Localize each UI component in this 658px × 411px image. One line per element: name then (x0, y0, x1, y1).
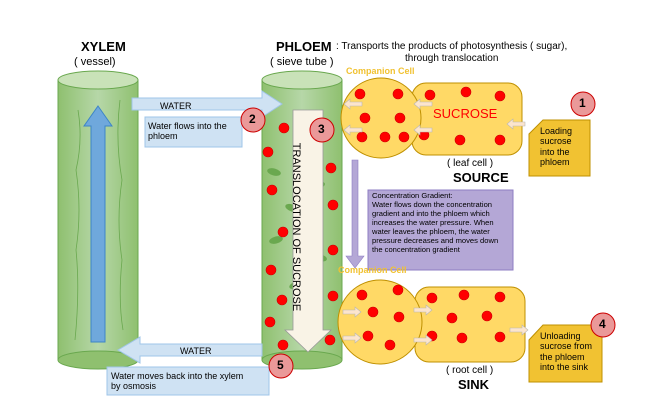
arrow-to-companion-sink (342, 332, 362, 344)
note-loading: Loading sucrose into the phloem (540, 126, 573, 168)
sucrose-dot (394, 112, 406, 124)
sucrose-dot (356, 289, 368, 301)
sucrose-dot (460, 86, 472, 98)
phloem-sucrose-dots (262, 122, 339, 351)
xylem-title: XYLEM (81, 39, 126, 54)
source-sucrose-dots (354, 86, 506, 146)
sucrose-dot (264, 316, 276, 328)
source-label: SOURCE (453, 170, 509, 185)
phloem-title: PHLOEM (276, 39, 332, 54)
sucrose-dot (327, 199, 339, 211)
arrow-to-companion-sink (342, 306, 362, 318)
sucrose-dot (454, 134, 466, 146)
arrow-to-companion (413, 98, 433, 110)
note-gradient-box (367, 189, 514, 271)
sucrose-dot (362, 330, 374, 342)
step-2-number: 2 (249, 112, 256, 126)
source-companion-cell (340, 77, 422, 159)
water-arrow-top (131, 90, 283, 118)
arrow-to-phloem (343, 124, 363, 136)
sucrose-dot (325, 162, 337, 174)
water-label-bottom: WATER (180, 346, 212, 356)
sucrose-dot (384, 339, 396, 351)
root-cell-label: ( root cell ) (446, 365, 494, 376)
sucrose-dot (481, 310, 493, 322)
water-arrow-bottom (117, 336, 263, 364)
gradient-arrow (345, 159, 365, 269)
step-4-number: 4 (599, 317, 606, 331)
note-concentration-gradient: Concentration Gradient: Water flows down… (372, 191, 499, 254)
translocation-label: TRANSLOCATION OF SUCROSE (290, 142, 302, 312)
transport-arrows (342, 98, 529, 346)
sucrose-dot (327, 244, 339, 256)
sink-sucrose-dots (356, 284, 506, 351)
step-3-number: 3 (318, 122, 325, 136)
step-1-number: 1 (579, 96, 586, 110)
companion-cell-label-bottom: Companion Cell (338, 265, 407, 275)
sucrose-dot (359, 112, 371, 124)
sucrose-dot (456, 332, 468, 344)
step-4-badge (590, 312, 616, 338)
sucrose-dot (379, 131, 391, 143)
arrow-loading (506, 118, 526, 130)
sucrose-dot (367, 306, 379, 318)
sucrose-dot (392, 284, 404, 296)
note-loading-box (528, 119, 591, 177)
sink-companion-cell (337, 279, 423, 365)
note-water-back-box (106, 366, 270, 396)
note-water-back-xylem: Water moves back into the xylem by osmos… (111, 371, 244, 392)
plastid (269, 236, 283, 244)
sucrose-dot (426, 292, 438, 304)
arrow-to-phloem (343, 98, 363, 110)
phloem-description-line1: : Transports the products of photosynthe… (336, 41, 568, 52)
sink-label: SINK (458, 377, 490, 392)
xylem-subtitle: ( vessel) (74, 56, 116, 68)
sucrose-dot (354, 88, 366, 100)
sucrose-dot (392, 88, 404, 100)
sucrose-dot (494, 90, 506, 102)
sucrose-dot (276, 294, 288, 306)
sucrose-dot (278, 122, 290, 134)
step-5-number: 5 (277, 358, 284, 372)
sucrose-dot (446, 312, 458, 324)
arrow-to-root-cell (413, 304, 433, 316)
sucrose-dot (494, 331, 506, 343)
sucrose-dot (458, 289, 470, 301)
sucrose-dot (424, 89, 436, 101)
sucrose-dot (265, 264, 277, 276)
sucrose-dot (494, 134, 506, 146)
step-3-badge (309, 117, 335, 143)
phloem-subtitle: ( sieve tube ) (270, 56, 334, 68)
transpiration-arrow (83, 105, 113, 343)
plastid (267, 168, 281, 176)
companion-cell-label-top: Companion Cell (346, 66, 415, 76)
phloem-description-line2: through translocation (405, 53, 499, 64)
sucrose-dot (277, 339, 289, 351)
sucrose-label: SUCROSE (433, 106, 498, 121)
step-2-badge (240, 107, 266, 133)
sucrose-dot (327, 290, 339, 302)
sucrose-dot (262, 146, 274, 158)
sucrose-dot (393, 311, 405, 323)
note-water-into-phloem: Water flows into the phloem (148, 121, 227, 142)
sucrose-dot (266, 184, 278, 196)
transpiration-label: TRANSPIRATION OF WATER (10, 172, 22, 322)
arrow-to-root-cell (413, 334, 433, 346)
sucrose-dot (277, 226, 289, 238)
sucrose-dot (398, 131, 410, 143)
note-water-into-phloem-box (144, 116, 243, 148)
note-unloading: Unloading sucrose from the phloem into t… (540, 331, 593, 373)
sucrose-dot (356, 131, 368, 143)
arrow-unloading (509, 324, 529, 336)
translocation-arrow (284, 109, 332, 353)
sucrose-dot (324, 334, 336, 346)
arrow-to-companion (413, 124, 433, 136)
sucrose-dot (494, 291, 506, 303)
leaf-cell-label: ( leaf cell ) (447, 158, 494, 169)
step-1-badge (570, 91, 596, 117)
step-5-badge (268, 353, 294, 379)
water-label-top: WATER (160, 101, 192, 111)
